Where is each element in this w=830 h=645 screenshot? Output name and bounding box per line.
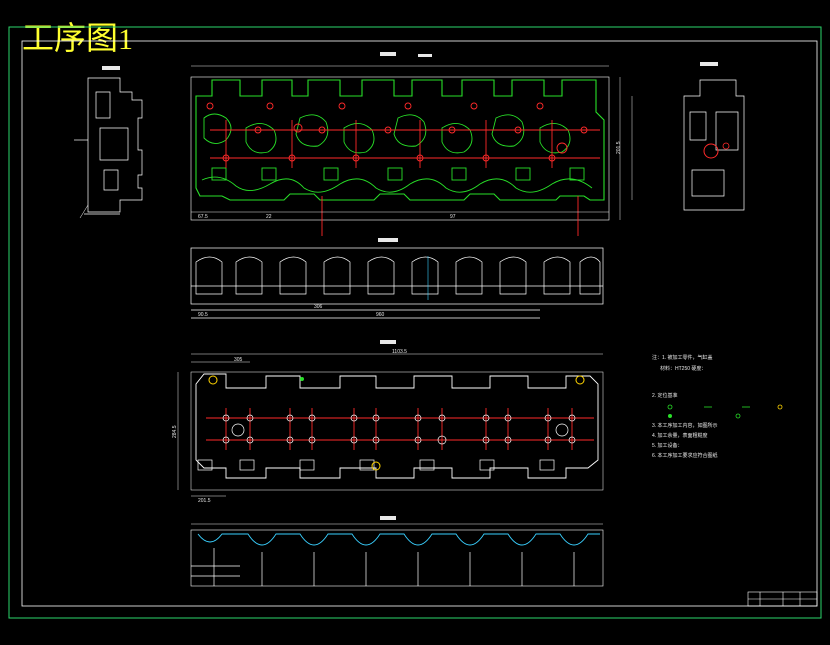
title-number: 1 <box>118 23 134 56</box>
inner-frame <box>21 40 818 607</box>
dim-bot-top1: 305 <box>234 357 243 363</box>
note-line-4: 3. 本工序加工内容，如图所示 <box>652 423 718 429</box>
right-side-view <box>683 79 745 211</box>
dim-bot-top2: 1103.5 <box>392 349 407 355</box>
bottom-view-part-outline <box>195 373 599 479</box>
right-view-locating-circle <box>703 143 719 159</box>
dim-mid-left: 90.5 <box>198 312 208 318</box>
dim-top-mid2: 97 <box>450 214 456 220</box>
note-line-1: 注：1. 被加工零件，气缸盖 <box>652 355 713 361</box>
bottom-view <box>177 353 604 497</box>
dim-top-height: 201.5 <box>616 141 622 154</box>
dim-top-left: 67.5 <box>198 214 208 220</box>
note-line-2: 材料：HT250 硬度： <box>660 366 707 372</box>
dim-mid-len1: 306 <box>314 304 323 310</box>
top-view-part-outline <box>195 79 605 201</box>
dim-top-mid1: 22 <box>266 214 272 220</box>
outer-border <box>8 26 822 619</box>
section-cyan-profile <box>197 533 600 546</box>
top-view-locating-marks <box>206 102 600 236</box>
left-side-view <box>74 77 143 215</box>
note-line-7: 6. 本工序加工要求应符合图纸 <box>652 453 718 459</box>
top-view <box>190 65 633 236</box>
dim-mid-len2: 960 <box>376 312 385 318</box>
bottom-view-locating-marks <box>206 408 594 450</box>
drawing-title: 工序图1 <box>22 20 133 58</box>
middle-view <box>190 247 604 319</box>
note-line-6: 5. 加工设备： <box>652 443 683 449</box>
note-line-3: 2. 定位基准 <box>652 393 678 399</box>
dim-bot-height: 284.5 <box>172 425 178 438</box>
section-view <box>190 523 604 587</box>
title-text: 工序图 <box>22 20 119 56</box>
title-block <box>747 591 818 607</box>
note-line-5: 4. 加工余量，表面粗糙度 <box>652 433 708 439</box>
dim-bot-left: 201.5 <box>198 498 211 504</box>
bottom-locating-point-2 <box>575 375 585 385</box>
bottom-locating-point-1 <box>208 375 218 385</box>
bottom-locating-point-3 <box>371 461 381 471</box>
legend-symbols <box>667 404 783 419</box>
